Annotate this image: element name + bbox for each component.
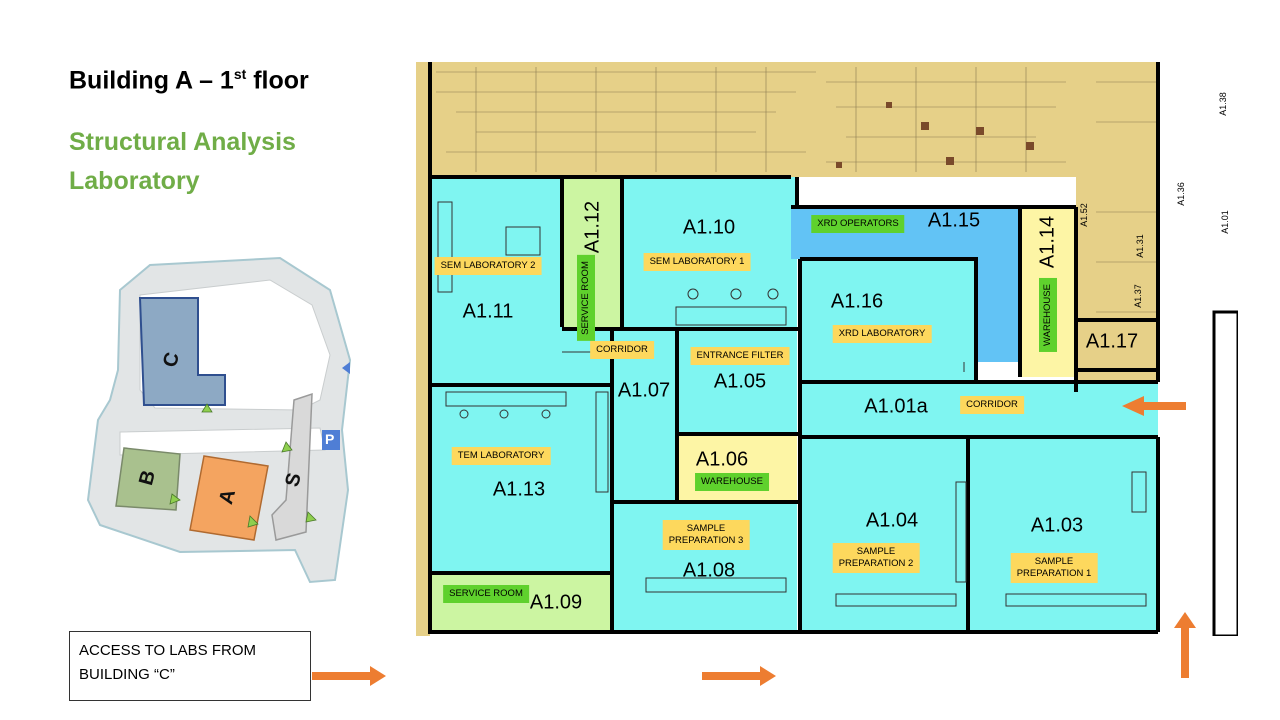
title-main: Building A – 1 [69,66,234,95]
room-label-a101: A1.01 [1220,210,1230,234]
tag-prep1-line2: PREPARATION 1 [1016,568,1092,579]
tag-service-room: SERVICE ROOM [443,585,529,603]
room-label-a152: A1.52 [1079,203,1089,227]
building-b [115,447,181,511]
existing-area-left [416,62,430,636]
room-label-a107: A1.07 [617,379,671,402]
room-label-a106: A1.06 [695,448,749,471]
arrow-access-c-2 [702,666,776,686]
title-sup: st [233,66,247,82]
room-label-a101a: A1.01a [864,395,928,418]
room-label-a104: A1.04 [865,509,919,532]
existing-area-top [416,62,1158,177]
tag-prep2-line1: SAMPLE [856,546,896,557]
tag-service-room-vertical: SERVICE ROOM [577,255,595,341]
room-label-a138: A1.38 [1218,92,1228,116]
room-a105 [677,329,797,434]
room-a103 [968,437,1158,630]
room-label-a136: A1.36 [1176,182,1186,206]
room-label-a113: A1.13 [492,478,546,501]
room-a111 [430,177,562,385]
room-label-a115: A1.15 [927,209,981,232]
arrow-corridor-in [1122,396,1186,416]
room-label-a112: A1.12 [581,200,604,254]
arrow-access-up [1174,612,1196,678]
room-a107 [612,384,677,502]
tag-entrance-filter: ENTRANCE FILTER [690,347,790,365]
room-label-a108: A1.08 [682,559,736,582]
room-label-a110: A1.10 [682,216,736,239]
tag-prep2-line2: PREPARATION 2 [838,558,914,569]
room-a117 [1076,320,1158,370]
page-subtitle: Structural Analysis Laboratory [69,128,296,195]
parking-label: P [325,431,335,447]
room-label-a116: A1.16 [830,290,884,313]
entrance-marker-b [169,493,181,505]
room-a116 [800,259,976,382]
building-s [271,392,313,541]
page-title: Building A – 1st floor [69,66,309,95]
access-note-box: ACCESS TO LABS FROM BUILDING “C” [69,631,311,701]
outer-right-wall [1212,310,1238,636]
room-a115 [791,207,1020,362]
building-a [189,455,269,541]
room-label-a137: A1.37 [1133,284,1143,308]
site-map-drawing [86,256,352,584]
parking-sign [322,430,340,450]
entrance-marker-p [342,362,350,374]
tag-corridor-2: CORRIDOR [960,396,1024,414]
entrance-marker-s2 [305,511,317,523]
building-c [138,297,226,406]
tag-prep1-line1: SAMPLE [1034,556,1074,567]
tag-warehouse: WAREHOUSE [695,473,769,491]
site-map: C B A S P [80,250,380,590]
room-label-a103: A1.03 [1030,514,1084,537]
access-arrows [1122,396,1186,416]
tag-tem-laboratory: TEM LABORATORY [451,447,551,465]
floor-plan: A1.11 A1.12 A1.10 A1.15 A1.14 A1.16 A1.1… [416,62,1238,636]
tag-prep3-line2: PREPARATION 3 [668,535,744,546]
room-label-a105: A1.05 [713,370,767,393]
entrance-marker-a [247,515,259,528]
title-tail: floor [246,66,309,95]
room-label-a111: A1.11 [462,300,514,323]
walls [428,62,1160,634]
existing-fixtures [836,102,1034,168]
tag-sem-laboratory-2: SEM LABORATORY 2 [434,257,542,275]
room-label-a114: A1.14 [1036,215,1059,269]
tag-xrd-operators: XRD OPERATORS [811,215,905,233]
tag-sem-laboratory-1: SEM LABORATORY 1 [643,253,751,271]
arrow-access-c-1 [312,666,386,686]
room-label-a117: A1.17 [1085,330,1139,353]
tag-prep3-line1: SAMPLE [686,523,726,534]
entrance-marker-c [201,403,213,413]
tag-xrd-laboratory: XRD LABORATORY [832,325,932,343]
tag-corridor: CORRIDOR [590,341,654,359]
fixtures [437,201,1147,607]
room-label-a109: A1.09 [529,591,583,614]
floor-plan-drawing [416,62,1238,636]
room-label-a131: A1.31 [1135,234,1145,258]
tag-warehouse-vertical: WAREHOUSE [1039,278,1057,352]
entrance-marker-s1 [281,441,293,453]
room-a104 [800,437,968,630]
